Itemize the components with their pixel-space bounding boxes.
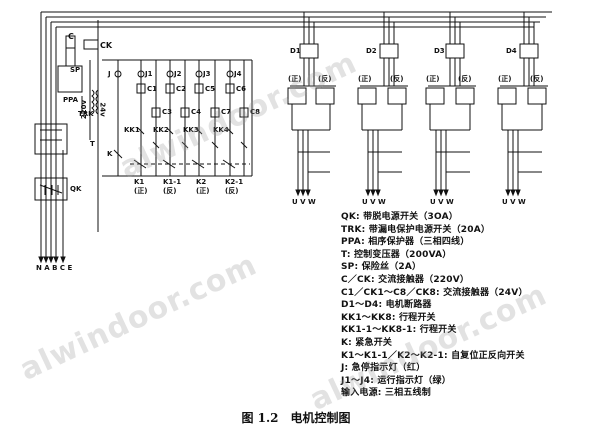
label-c4: C4 bbox=[191, 108, 202, 116]
label-c7: C7 bbox=[221, 108, 232, 116]
label-d1: D1 bbox=[290, 47, 301, 55]
legend-row: KK1～KK8: 行程开关 bbox=[341, 312, 436, 323]
legend-row: J1～J4: 运行指示灯（绿） bbox=[341, 375, 451, 386]
label-motor3-terms: U V W bbox=[430, 198, 454, 206]
label-c6: C6 bbox=[236, 85, 247, 93]
legend: QK: 带脱电源开关（3OA） TRK: 带漏电保护电源开关（20A） PPA:… bbox=[341, 211, 581, 400]
label-t: T bbox=[90, 140, 95, 148]
label-motor2-fan: (反) bbox=[390, 75, 404, 83]
label-motor4-zheng: (正) bbox=[498, 75, 512, 83]
label-k2-1-dir: (反) bbox=[225, 187, 239, 195]
legend-row: SP: 保险丝（2A） bbox=[341, 262, 422, 273]
motor-circuits bbox=[287, 12, 548, 197]
figure-caption: 图 1.2 电机控制图 bbox=[241, 411, 351, 425]
label-kk2: KK2 bbox=[153, 126, 169, 134]
legend-row: K: 紧急开关 bbox=[341, 337, 393, 348]
label-d3: D3 bbox=[434, 47, 445, 55]
label-motor1-terms: U V W bbox=[292, 198, 316, 206]
label-motor2-zheng: (正) bbox=[358, 75, 372, 83]
label-motor4-fan: (反) bbox=[530, 75, 544, 83]
label-j: J bbox=[108, 70, 111, 78]
motor-circuit-1 bbox=[287, 12, 336, 197]
label-ppa: PPA bbox=[63, 96, 79, 104]
motor-circuit-4 bbox=[497, 12, 548, 197]
legend-row: TRK: 带漏电保护电源开关（20A） bbox=[341, 224, 491, 235]
label-k2: K2 bbox=[196, 178, 207, 186]
label-ck: CK bbox=[100, 41, 113, 50]
label-c2: C2 bbox=[176, 85, 187, 93]
label-c8: C8 bbox=[250, 108, 261, 116]
label-j2: J2 bbox=[174, 70, 182, 78]
label-kk3: KK3 bbox=[183, 126, 199, 134]
legend-row: K1～K1-1／K2～K2-1: 自复位正反向开关 bbox=[341, 350, 525, 361]
label-c1: C1 bbox=[147, 85, 158, 93]
legend-row: J: 急停指示灯（红） bbox=[341, 363, 426, 374]
legend-row: QK: 带脱电源开关（3OA） bbox=[341, 212, 458, 222]
control-circuit-block bbox=[102, 59, 253, 177]
motor-circuit-3 bbox=[425, 12, 476, 197]
label-k1-dir: (正) bbox=[134, 187, 148, 195]
label-220v: 220v bbox=[80, 99, 89, 120]
label-k1: K1 bbox=[134, 178, 145, 186]
label-j4: J4 bbox=[234, 70, 242, 78]
legend-row: KK1-1～KK8-1: 行程开关 bbox=[341, 325, 457, 336]
label-k: K bbox=[107, 150, 113, 158]
label-motor4-terms: U V W bbox=[502, 198, 526, 206]
legend-row: C1／CK1～C8／CK8: 交流接触器（24V） bbox=[341, 287, 528, 298]
legend-row: T: 控制变压器（200VA） bbox=[341, 249, 452, 260]
label-k2-1: K2-1 bbox=[225, 178, 244, 186]
label-d2: D2 bbox=[366, 47, 377, 55]
label-trk: TRK bbox=[78, 110, 94, 118]
label-motor3-fan: (反) bbox=[458, 75, 472, 83]
label-j3: J3 bbox=[203, 70, 211, 78]
label-kk1: KK1 bbox=[124, 126, 140, 134]
label-c: C bbox=[68, 32, 74, 41]
label-k1-1-dir: (反) bbox=[163, 187, 177, 195]
label-sp: SP bbox=[70, 66, 81, 74]
label-d4: D4 bbox=[506, 47, 517, 55]
label-motor1-fan: (反) bbox=[318, 75, 332, 83]
label-c5: C5 bbox=[205, 85, 216, 93]
label-kk4: KK4 bbox=[213, 126, 229, 134]
motor-circuit-2 bbox=[357, 12, 408, 197]
label-motor1-zheng: (正) bbox=[288, 75, 302, 83]
label-motor3-zheng: (正) bbox=[426, 75, 440, 83]
label-24v: 24v bbox=[98, 102, 107, 117]
legend-row: 输入电源: 三相五线制 bbox=[341, 388, 431, 399]
label-k2-dir: (正) bbox=[196, 187, 210, 195]
label-j1: J1 bbox=[145, 70, 153, 78]
legend-row: C／CK: 交流接触器（220V） bbox=[341, 274, 470, 285]
left-control-panel bbox=[34, 35, 99, 264]
label-c3: C3 bbox=[162, 108, 173, 116]
label-input-terminals: N A B C E bbox=[36, 264, 73, 272]
label-k1-1: K1-1 bbox=[163, 178, 182, 186]
legend-row: D1～D4: 电机断路器 bbox=[341, 300, 432, 311]
legend-row: PPA: 相序保护器（三相四线） bbox=[341, 237, 470, 248]
label-motor2-terms: U V W bbox=[362, 198, 386, 206]
label-qk: QK bbox=[70, 185, 82, 193]
